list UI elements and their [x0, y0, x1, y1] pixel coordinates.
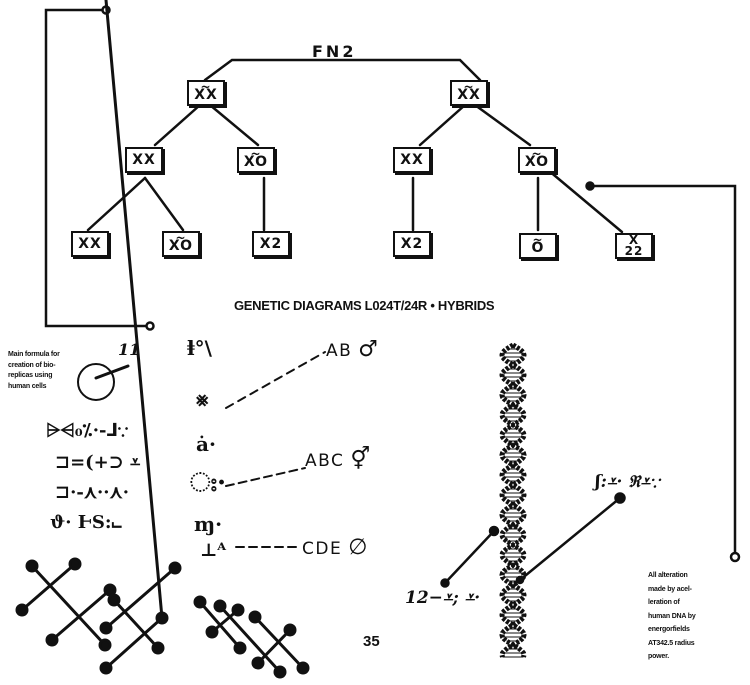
right-bracket-connector [588, 184, 737, 555]
dna-strand-1 [499, 342, 527, 658]
glyph-3: ȧ· [196, 432, 216, 456]
molecule-pattern-right [193, 595, 310, 679]
dna-strand-2 [499, 342, 527, 658]
formula-mark: 11 [118, 340, 141, 359]
glyph-6: ⊥ᴬ [200, 540, 227, 561]
dna-right-pointer [518, 496, 622, 582]
glyph-5: ɱ· [194, 512, 223, 536]
dna-left-pointer [443, 529, 496, 585]
gene-box-l3-1: XX [71, 231, 109, 257]
gene-box-l3-4: X2 [393, 231, 431, 257]
gene-box-l2-2: ~XO [237, 147, 275, 173]
script-line-3: ⊐·-⋏··⋏· [55, 482, 129, 503]
script-line-1: ⩥⩤₀⁒·-⅃∵ [46, 420, 129, 441]
gene-box-right-parent: ~ XX [450, 80, 488, 106]
connector-end-right [729, 551, 741, 563]
gene-box-l3-5: ~O [519, 233, 557, 259]
dash-abc [225, 467, 306, 487]
root-label: FN2 [312, 42, 357, 61]
gene-box-left-parent: ~ XX [187, 80, 225, 106]
hermaphrodite-symbol-icon: ⚥ [350, 447, 372, 472]
dna-helix [499, 342, 527, 658]
formula-note: Main formula for creation of bio- replic… [8, 351, 60, 390]
fn2-crossbar [203, 58, 482, 82]
script-line-2: ⊐=(+⊃ ⩡ [55, 452, 141, 473]
alteration-note: All alteration made by acel- leration of… [648, 572, 696, 660]
molecule-pattern-left [15, 0, 182, 675]
page-number: 35 [363, 633, 380, 650]
connector-end-bottom [145, 321, 155, 331]
gene-box-l2-4: ~XO [518, 147, 556, 173]
male-symbol-icon: ♂ [358, 337, 380, 362]
dash-ab [225, 351, 326, 409]
glyph-4: ಃ· [190, 468, 227, 498]
gene-box-l3-3: X2 [252, 231, 290, 257]
hybrid-cde: CDE∅ [302, 535, 369, 560]
gene-box-l2-1: XX [125, 147, 163, 173]
dna-left-note: 12−⩡; ⩡· [405, 588, 481, 608]
left-bracket-connector [44, 8, 152, 328]
dna-right-note: ʃ:⩡· ℜ⩡∵ [595, 472, 660, 492]
null-symbol-icon: ∅ [348, 535, 369, 560]
hybrid-ab: AB♂ [326, 337, 380, 362]
hybrid-abc: ABC⚥ [305, 447, 372, 472]
gene-box-l2-3: XX [393, 147, 431, 173]
diagram-caption: GENETIC DIAGRAMS L024T/24R • HYBRIDS [234, 298, 495, 313]
gene-box-l3-2: ~XO [162, 231, 200, 257]
script-line-4: ϑ· ⱵS:⨽ [50, 512, 122, 533]
glyph-1: ⱡ°\ [187, 336, 212, 360]
formula-circle [77, 363, 115, 401]
glyph-2: ⨳ [196, 387, 209, 411]
